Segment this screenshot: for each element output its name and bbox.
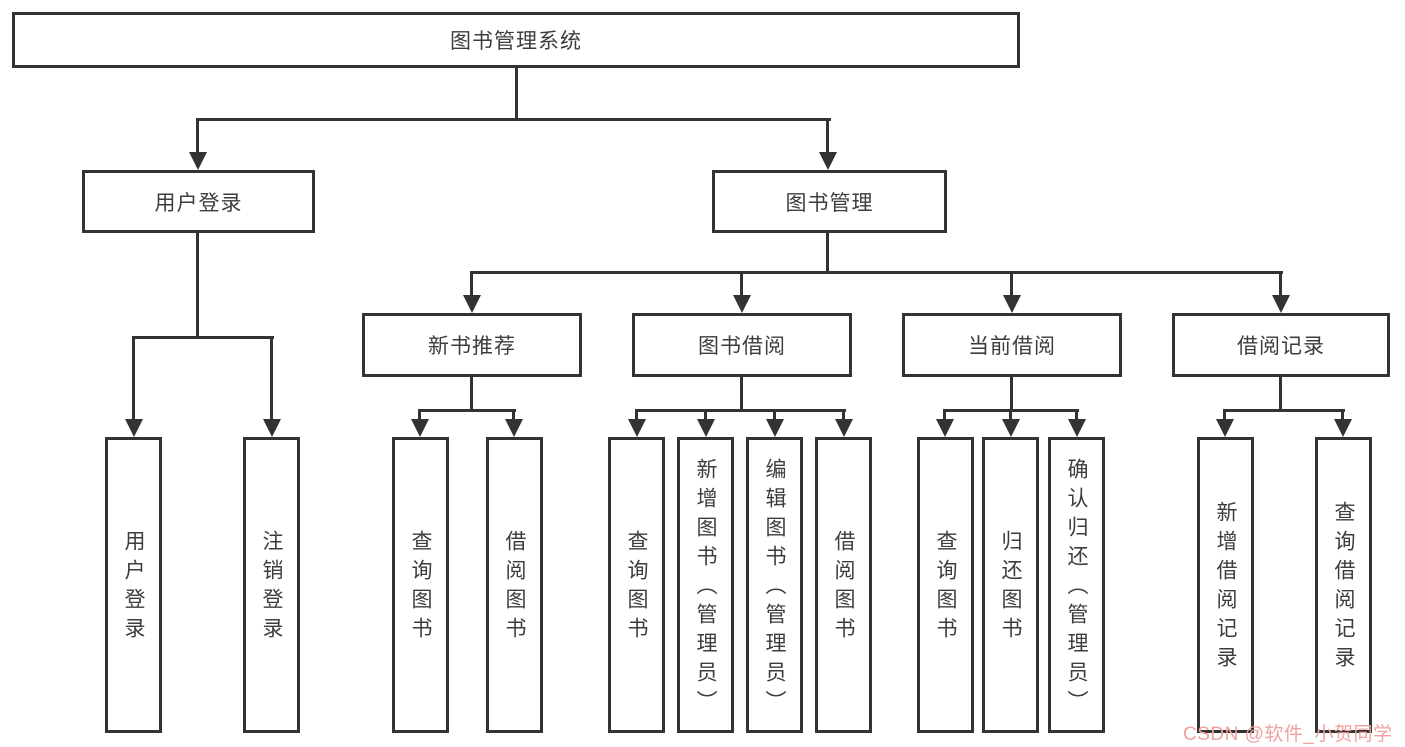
arrowhead-down-icon	[1002, 419, 1020, 437]
connector-line	[1010, 271, 1013, 297]
arrowhead-down-icon	[505, 419, 523, 437]
node-book-management-label: 图书管理	[785, 191, 874, 215]
arrowhead-down-icon	[1003, 295, 1021, 313]
leaf-add-book-admin: 新增图书（管理员）	[677, 437, 734, 733]
connector-line	[1075, 409, 1078, 421]
connector-line	[1279, 271, 1282, 297]
node-book-borrow: 图书借阅	[632, 313, 852, 377]
connector-line	[470, 377, 473, 412]
node-book-management: 图书管理	[712, 170, 947, 233]
connector-line	[1223, 409, 1345, 412]
connector-line	[470, 271, 1283, 274]
arrowhead-down-icon	[936, 419, 954, 437]
connector-line	[842, 409, 845, 421]
connector-line	[196, 118, 831, 121]
leaf-query-book-borrow: 查询图书	[608, 437, 665, 733]
arrowhead-down-icon	[733, 295, 751, 313]
connector-line	[132, 336, 274, 339]
node-current-borrow-label: 当前借阅	[968, 335, 1056, 358]
arrowhead-down-icon	[1216, 419, 1234, 437]
connector-line	[1279, 377, 1282, 412]
leaf-add-borrow-record-label: 新增借阅记录	[1214, 501, 1237, 675]
leaf-query-borrow-record-label: 查询借阅记录	[1332, 501, 1355, 675]
connector-line	[740, 377, 743, 412]
connector-line	[512, 409, 515, 421]
arrowhead-down-icon	[411, 419, 429, 437]
leaf-edit-book-admin-label: 编辑图书（管理员）	[763, 457, 786, 719]
connector-line	[1223, 409, 1226, 421]
connector-line	[1010, 377, 1013, 412]
leaf-query-book-borrow-label: 查询图书	[625, 530, 648, 646]
connector-line	[132, 336, 135, 421]
leaf-query-book-current-label: 查询图书	[934, 530, 957, 646]
arrowhead-down-icon	[189, 152, 207, 170]
node-new-book-recommend-label: 新书推荐	[428, 335, 516, 358]
arrowhead-down-icon	[819, 152, 837, 170]
leaf-return-book: 归还图书	[982, 437, 1039, 733]
arrowhead-down-icon	[125, 419, 143, 437]
leaf-user-login: 用户登录	[105, 437, 162, 733]
connector-line	[826, 118, 829, 154]
connector-line	[515, 68, 518, 121]
connector-line	[470, 271, 473, 297]
arrowhead-down-icon	[766, 419, 784, 437]
connector-line	[196, 118, 199, 154]
leaf-confirm-return-admin-label: 确认归还（管理员）	[1065, 457, 1088, 719]
leaf-borrow-book-borrow-label: 借阅图书	[832, 530, 855, 646]
leaf-logout: 注销登录	[243, 437, 300, 733]
arrowhead-down-icon	[1272, 295, 1290, 313]
connector-line	[1009, 409, 1012, 421]
connector-line	[635, 409, 638, 421]
connector-line	[704, 409, 707, 421]
node-borrow-records-label: 借阅记录	[1237, 335, 1325, 358]
arrowhead-down-icon	[835, 419, 853, 437]
node-user-login-label: 用户登录	[154, 191, 243, 215]
connector-line	[1341, 409, 1344, 421]
arrowhead-down-icon	[263, 419, 281, 437]
leaf-query-book-current: 查询图书	[917, 437, 974, 733]
leaf-borrow-book-borrow: 借阅图书	[815, 437, 872, 733]
leaf-add-book-admin-label: 新增图书（管理员）	[694, 457, 717, 719]
connector-line	[943, 409, 946, 421]
leaf-user-login-label: 用户登录	[122, 530, 145, 646]
node-current-borrow: 当前借阅	[902, 313, 1122, 377]
leaf-edit-book-admin: 编辑图书（管理员）	[746, 437, 803, 733]
node-root: 图书管理系统	[12, 12, 1020, 68]
connector-line	[773, 409, 776, 421]
leaf-add-borrow-record: 新增借阅记录	[1197, 437, 1254, 733]
node-borrow-records: 借阅记录	[1172, 313, 1390, 377]
connector-line	[196, 233, 199, 339]
arrowhead-down-icon	[697, 419, 715, 437]
connector-line	[740, 271, 743, 297]
leaf-borrow-book-recommend: 借阅图书	[486, 437, 543, 733]
leaf-logout-label: 注销登录	[260, 530, 283, 646]
leaf-borrow-book-recommend-label: 借阅图书	[503, 530, 526, 646]
arrowhead-down-icon	[628, 419, 646, 437]
leaf-confirm-return-admin: 确认归还（管理员）	[1048, 437, 1105, 733]
connector-line	[270, 336, 273, 421]
csdn-watermark: CSDN @软件_小贺同学	[1183, 724, 1393, 745]
node-user-login: 用户登录	[82, 170, 315, 233]
arrowhead-down-icon	[1334, 419, 1352, 437]
leaf-return-book-label: 归还图书	[999, 530, 1022, 646]
connector-line	[635, 409, 846, 412]
leaf-query-book-recommend: 查询图书	[392, 437, 449, 733]
connector-line	[418, 409, 516, 412]
node-new-book-recommend: 新书推荐	[362, 313, 582, 377]
connector-line	[826, 233, 829, 274]
arrowhead-down-icon	[463, 295, 481, 313]
leaf-query-book-recommend-label: 查询图书	[409, 530, 432, 646]
connector-line	[418, 409, 421, 421]
node-root-label: 图书管理系统	[450, 30, 582, 53]
leaf-query-borrow-record: 查询借阅记录	[1315, 437, 1372, 733]
node-book-borrow-label: 图书借阅	[698, 335, 786, 358]
arrowhead-down-icon	[1068, 419, 1086, 437]
